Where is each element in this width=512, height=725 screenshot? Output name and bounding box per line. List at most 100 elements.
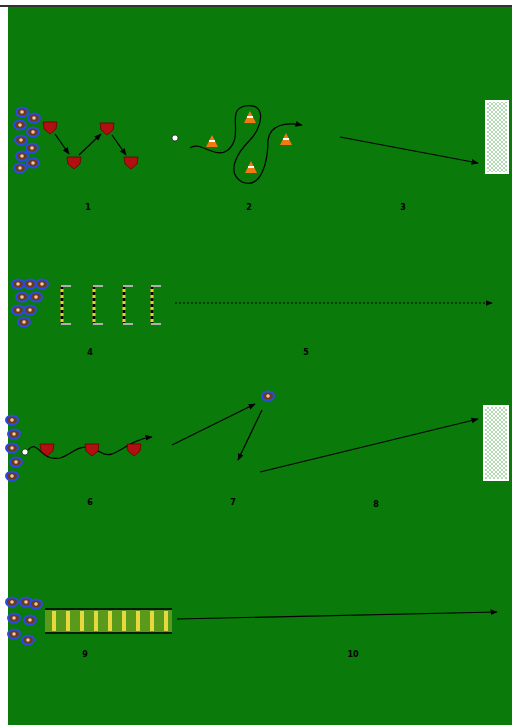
player-body: [24, 306, 36, 315]
station-number: 8: [373, 501, 379, 509]
cone: [245, 161, 257, 173]
player-figure: [28, 114, 40, 123]
goal: [486, 101, 508, 173]
player-head: [20, 295, 24, 299]
hurdle-foot: [93, 285, 103, 287]
player-figure: [15, 136, 27, 145]
goal: [484, 406, 508, 480]
hurdle-stripes: [93, 286, 96, 324]
red-marker: [100, 123, 114, 135]
player-head: [26, 638, 30, 642]
player-body: [24, 616, 36, 625]
player-body: [14, 164, 26, 173]
player-figure: [24, 306, 36, 315]
red-marker: [124, 157, 138, 169]
player-figure: [14, 121, 26, 130]
ladder-rung: [52, 611, 56, 631]
player-head: [10, 600, 14, 604]
hurdle: [123, 286, 133, 324]
player-body: [16, 108, 28, 117]
hurdle-stripes: [151, 286, 154, 324]
agility-ladder: [45, 609, 172, 633]
red-marker: [40, 444, 54, 456]
hurdle-foot: [151, 323, 161, 325]
player-figure: [27, 128, 39, 137]
player-figure: [12, 280, 24, 289]
ladder-rung: [150, 611, 154, 631]
station-number: 7: [230, 499, 236, 507]
ball: [172, 135, 178, 141]
ladder-rung: [94, 611, 98, 631]
player-body: [14, 121, 26, 130]
player-body: [36, 280, 48, 289]
player-figure: [36, 280, 48, 289]
player-body: [12, 306, 24, 315]
player-head: [10, 418, 14, 422]
cone-body: [280, 133, 292, 145]
station-number: 5: [303, 349, 309, 357]
ladder-rungs: [52, 611, 168, 631]
player-head: [31, 161, 35, 165]
player-figure: [6, 598, 18, 607]
ball: [22, 449, 28, 455]
player-figure: [18, 318, 30, 327]
red-marker: [43, 122, 57, 134]
player-figure: [24, 616, 36, 625]
hurdle: [61, 286, 71, 324]
player-head: [40, 282, 44, 286]
player-figure: [27, 159, 39, 168]
player-head: [31, 130, 35, 134]
cone-stripe: [248, 166, 254, 168]
ladder-rung: [66, 611, 70, 631]
player-body: [8, 430, 20, 439]
player-figure: [16, 152, 28, 161]
player-body: [28, 114, 40, 123]
red-marker: [85, 444, 99, 456]
player-body: [12, 280, 24, 289]
hurdle-stripes: [61, 286, 64, 324]
station-number: 3: [400, 204, 406, 212]
player-head: [18, 166, 22, 170]
ladder-rung: [80, 611, 84, 631]
cone-stripe: [209, 140, 215, 142]
player-head: [12, 616, 16, 620]
run-arrows: [28, 106, 497, 619]
hurdle-foot: [151, 285, 161, 287]
station-number: 1: [85, 204, 91, 212]
player-head: [14, 460, 18, 464]
player-body: [27, 128, 39, 137]
player-body: [27, 159, 39, 168]
cone-stripe: [247, 116, 253, 118]
hurdle-foot: [123, 285, 133, 287]
player-figure: [10, 458, 22, 467]
player-head: [22, 320, 26, 324]
player-figure: [6, 472, 18, 481]
player-head: [19, 138, 23, 142]
player-body: [18, 318, 30, 327]
ladder-rung: [108, 611, 112, 631]
hurdle-stripes: [123, 286, 126, 324]
hurdle-foot: [61, 323, 71, 325]
player-figure: [6, 444, 18, 453]
player-head: [12, 432, 16, 436]
hurdle-foot: [123, 323, 133, 325]
hurdle: [93, 286, 103, 324]
player-head: [20, 110, 24, 114]
top-border: [0, 5, 512, 7]
player-body: [30, 293, 42, 302]
player-figure: [262, 392, 274, 401]
player-body: [10, 458, 22, 467]
player-body: [6, 416, 18, 425]
player-body: [6, 598, 18, 607]
cone-stripe: [283, 138, 289, 140]
cone: [280, 133, 292, 145]
station-number: 4: [87, 349, 93, 357]
player-figure: [16, 108, 28, 117]
player-body: [30, 600, 42, 609]
hurdle: [151, 286, 161, 324]
pitch: [8, 7, 512, 725]
drill-figures: [6, 108, 292, 645]
